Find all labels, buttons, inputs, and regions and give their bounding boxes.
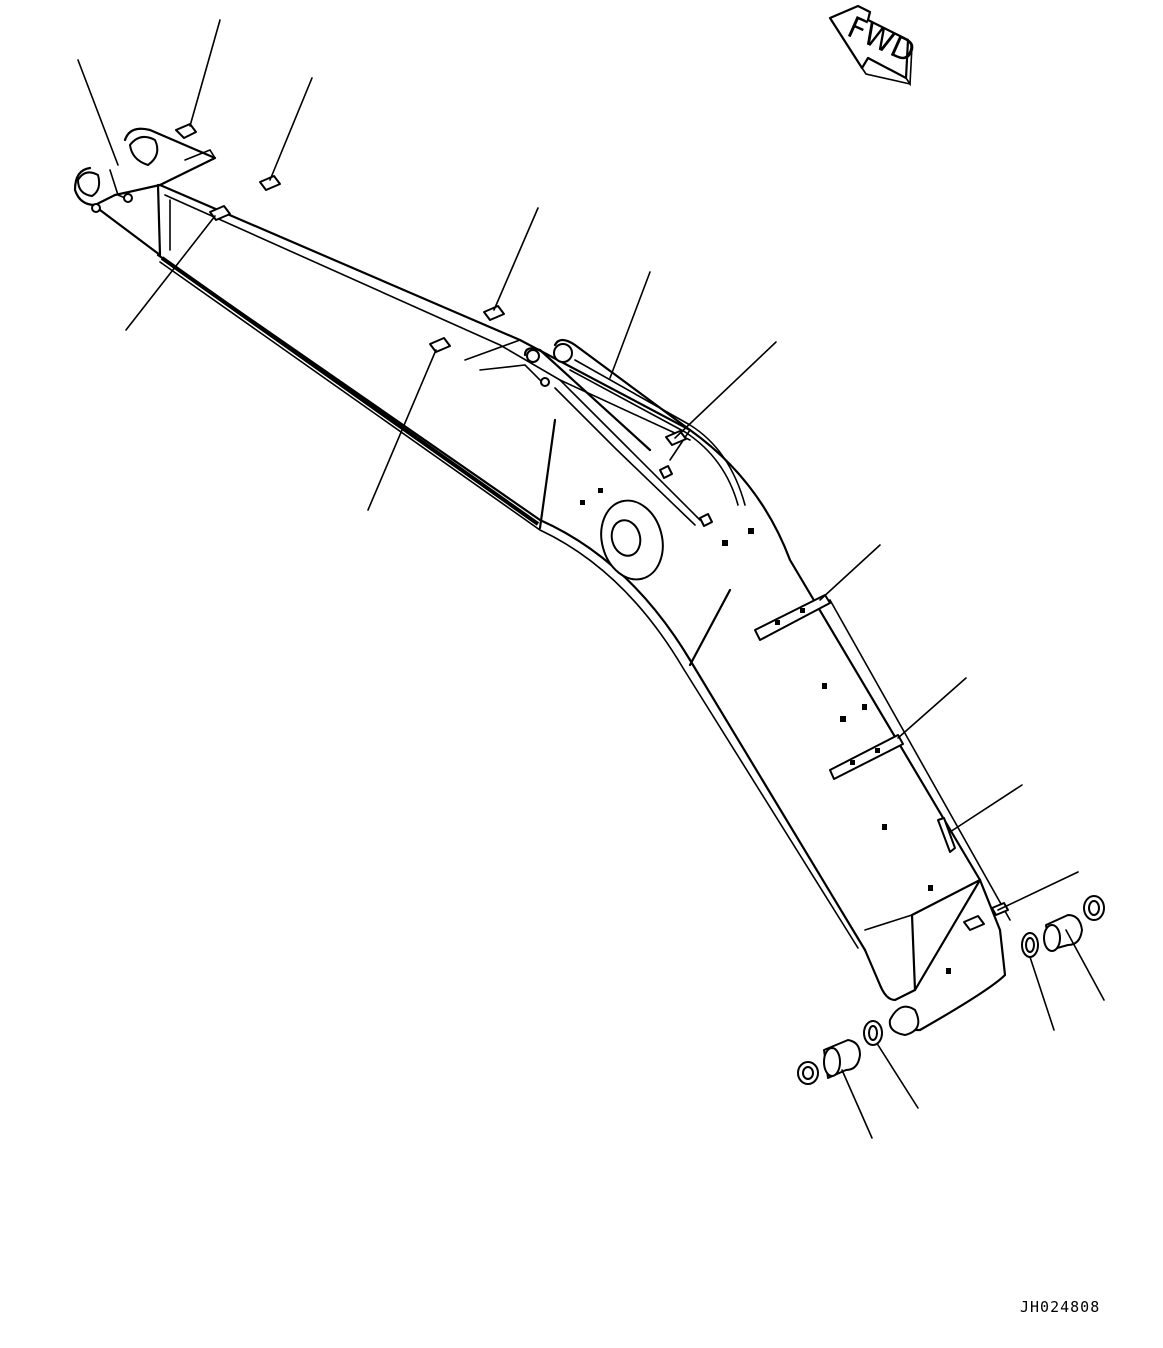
leader-lines: [77, 19, 1105, 1139]
boom-body: [156, 183, 1011, 1036]
boom-top-bracket: [73, 127, 217, 257]
drawing-code: JH024808: [1020, 1298, 1101, 1316]
fwd-arrow-icon: FWD: [828, 4, 920, 87]
cylinder-bracket: [479, 338, 692, 452]
clamp-bands: [754, 594, 956, 853]
hose-lines: [554, 359, 746, 526]
fwd-label: FWD: [842, 10, 920, 70]
